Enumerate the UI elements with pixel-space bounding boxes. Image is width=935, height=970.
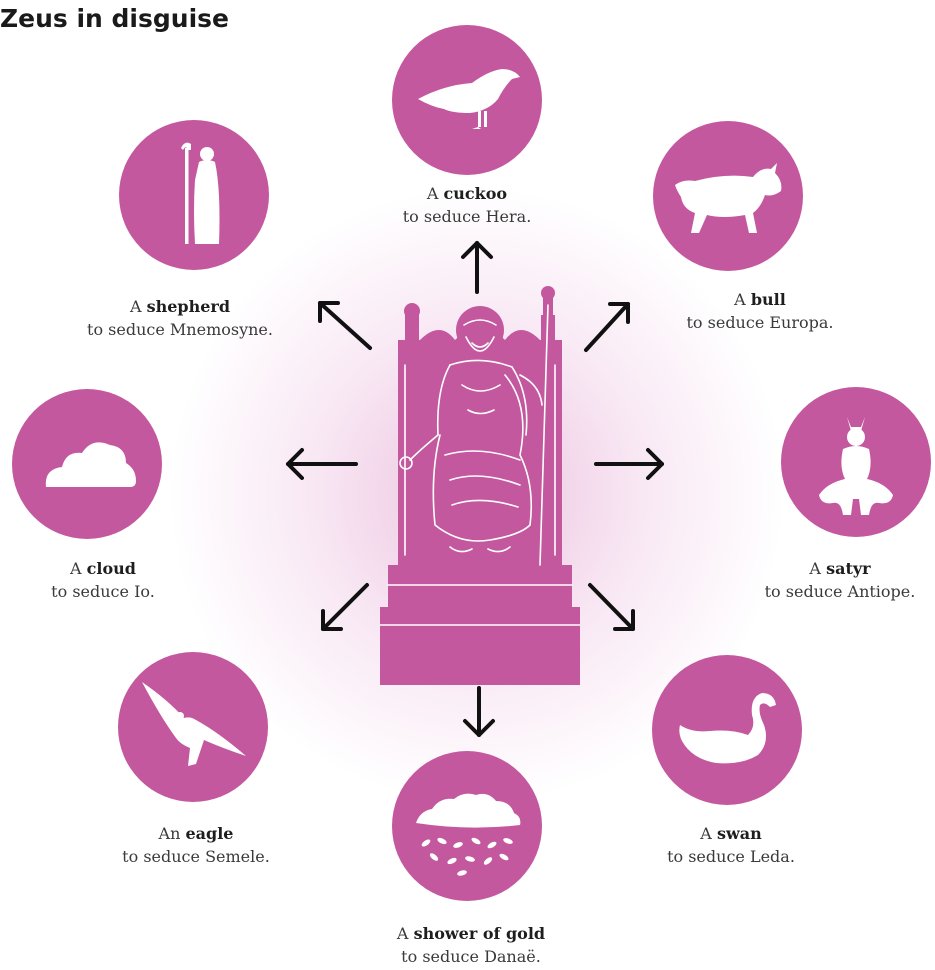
bull-circle xyxy=(653,121,803,271)
shepherd-icon xyxy=(181,142,220,244)
eagle-icon xyxy=(142,682,246,766)
arrow-to-cuckoo xyxy=(461,241,493,294)
cloud-label: A cloud to seduce Io. xyxy=(51,559,155,601)
swan-label: A swan to seduce Leda. xyxy=(667,824,795,866)
arrow-to-swan xyxy=(588,583,635,631)
arrow-to-shower-of-gold xyxy=(463,686,495,737)
shepherd-circle xyxy=(119,120,269,270)
shower-of-gold-icon xyxy=(416,793,521,876)
satyr-icon xyxy=(819,417,893,515)
shower-of-gold-circle xyxy=(392,751,542,901)
cuckoo-circle xyxy=(392,25,542,175)
arrow-to-satyr xyxy=(594,448,664,480)
cuckoo-label: A cuckoo to seduce Hera. xyxy=(402,184,532,226)
shepherd-label: A shepherd to seduce Mnemosyne. xyxy=(87,297,273,339)
arrow-to-cloud xyxy=(286,448,358,480)
swan-icon xyxy=(679,693,776,764)
bull-label: A bull to seduce Europa. xyxy=(686,290,834,332)
eagle-label: An eagle to seduce Semele. xyxy=(122,824,270,866)
arrow-to-eagle xyxy=(321,583,369,631)
cuckoo-icon xyxy=(418,69,520,129)
cloud-circle xyxy=(12,389,162,539)
zeus-statue-illustration xyxy=(380,286,580,685)
arrow-to-shepherd xyxy=(318,301,372,350)
satyr-label: A satyr to seduce Antiope. xyxy=(764,559,916,601)
swan-circle xyxy=(652,655,802,805)
cloud-icon xyxy=(45,442,136,487)
arrow-to-bull xyxy=(584,302,630,352)
satyr-circle xyxy=(781,387,931,537)
page-title: Zeus in disguise xyxy=(0,4,229,33)
shower-of-gold-label: A shower of gold to seduce Danaë. xyxy=(396,924,546,966)
bull-icon xyxy=(675,163,782,233)
eagle-circle xyxy=(118,652,268,802)
